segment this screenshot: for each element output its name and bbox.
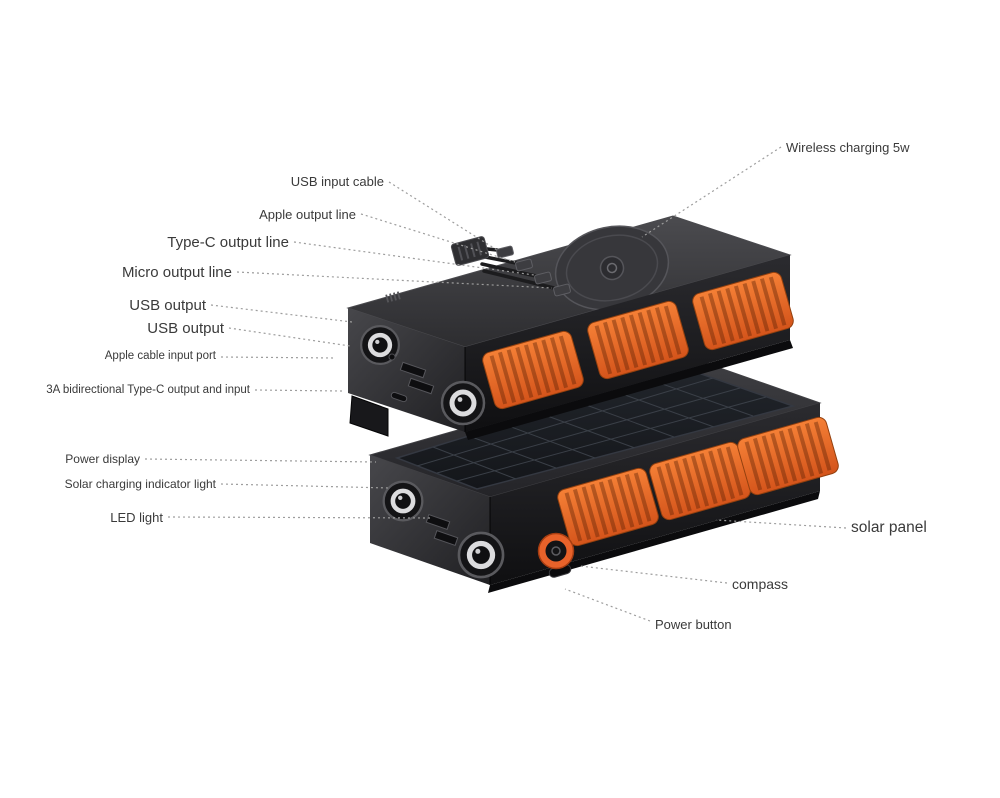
leader-type-c-bidirectional — [254, 389, 343, 392]
leader-led-light — [167, 516, 432, 519]
leader-apple-output-line — [360, 213, 516, 263]
leader-solar-panel — [715, 519, 847, 529]
led-flashlight — [440, 380, 486, 426]
label-usb-input-cable: USB input cable — [290, 174, 384, 189]
label-apple-cable-input-port: Apple cable input port — [104, 350, 216, 362]
lower-usb-port — [425, 514, 451, 530]
leader-apple-cable-input-port — [220, 356, 337, 359]
label-wireless-charging: Wireless charging 5w — [786, 140, 910, 155]
leader-wireless-charging — [641, 146, 782, 238]
type-c-port — [390, 391, 408, 403]
powerbank-upper-unit — [346, 215, 798, 440]
solar-panel-surface — [394, 368, 796, 490]
lower-usb-port — [433, 530, 459, 546]
label-usb-output-2: USB output — [147, 320, 224, 337]
leader-usb-output-2 — [228, 327, 351, 347]
solar-grid-lines — [416, 377, 767, 482]
usb-output-port — [399, 361, 427, 379]
label-power-display: Power display — [65, 452, 140, 466]
powerbank-lower-unit — [368, 360, 843, 593]
apple-cable-input-port — [388, 353, 396, 361]
compass-dial — [537, 532, 575, 570]
leader-compass — [579, 565, 728, 584]
label-compass: compass — [732, 576, 789, 592]
label-led-light: LED light — [110, 510, 163, 525]
leader-power-button — [564, 588, 651, 622]
led-flashlight — [457, 531, 505, 579]
label-usb-output-1: USB output — [129, 297, 206, 314]
led-flashlight — [382, 480, 424, 522]
label-solar-panel: solar panel — [851, 519, 927, 536]
leader-power-display — [144, 458, 377, 463]
lower-bottom-edge — [488, 491, 820, 593]
label-micro-output-line: Micro output line — [121, 264, 232, 281]
leader-lines — [144, 146, 847, 622]
stand-foot — [349, 395, 389, 437]
label-apple-output-line: Apple output line — [259, 207, 356, 222]
label-type-c-bidirectional: 3A bidirectional Type-C output and input — [46, 384, 250, 396]
leader-type-c-output-line — [293, 241, 535, 276]
usb-output-port — [407, 377, 435, 395]
upper-bottom-edge — [465, 340, 793, 440]
leader-solar-charging-indicator — [220, 483, 391, 489]
leader-usb-input-cable — [388, 181, 498, 251]
label-type-c-output-line: Type-C output line — [167, 234, 289, 251]
cable-holder-block — [450, 236, 490, 266]
label-power-button: Power button — [655, 617, 732, 632]
label-solar-charging-indicator: Solar charging indicator light — [64, 477, 216, 491]
vent-bars — [385, 291, 401, 303]
leader-usb-output-1 — [210, 304, 353, 323]
